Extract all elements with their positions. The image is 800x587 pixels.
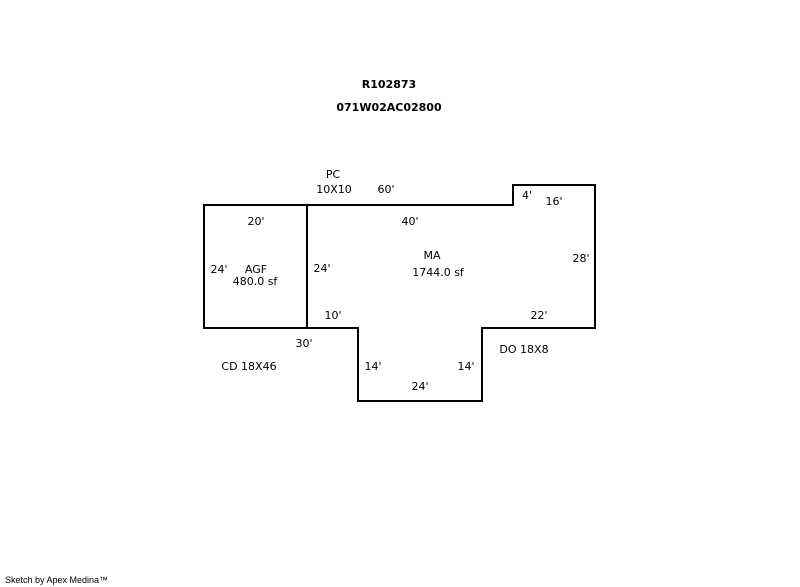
dimension-label: 24' [210, 263, 227, 276]
ma-area-label: 1744.0 sf [412, 266, 465, 279]
pc-code-label: PC [326, 168, 341, 181]
agf-garage-outline [203, 204, 308, 329]
cd-label: CD 18X46 [221, 360, 276, 373]
agf-area-label: 480.0 sf [233, 275, 279, 288]
ma-main-outline [307, 184, 596, 402]
pc-size-label: 10X10 [316, 183, 352, 196]
dimension-label: 14' [457, 360, 474, 373]
dimension-label: 30' [295, 337, 312, 350]
parcel-number: 071W02AC02800 [336, 101, 442, 114]
account-number: R102873 [362, 78, 416, 91]
ma-code-label: MA [423, 249, 440, 262]
dimension-label: 14' [364, 360, 381, 373]
dimension-label: 22' [530, 309, 547, 322]
dimension-label: 4' [522, 189, 532, 202]
dimension-label: 16' [545, 195, 562, 208]
dimension-label: 24' [411, 380, 428, 393]
dimension-label: 40' [401, 215, 418, 228]
dimension-label: 28' [572, 252, 589, 265]
do-label: DO 18X8 [499, 343, 548, 356]
agf-code-label: AGF [245, 263, 267, 276]
dimension-label: 10' [324, 309, 341, 322]
sketch-credit: Sketch by Apex Medina™ [5, 575, 108, 585]
dimension-label: 20' [247, 215, 264, 228]
dimension-label: 60' [377, 183, 394, 196]
dimension-label: 24' [313, 262, 330, 275]
